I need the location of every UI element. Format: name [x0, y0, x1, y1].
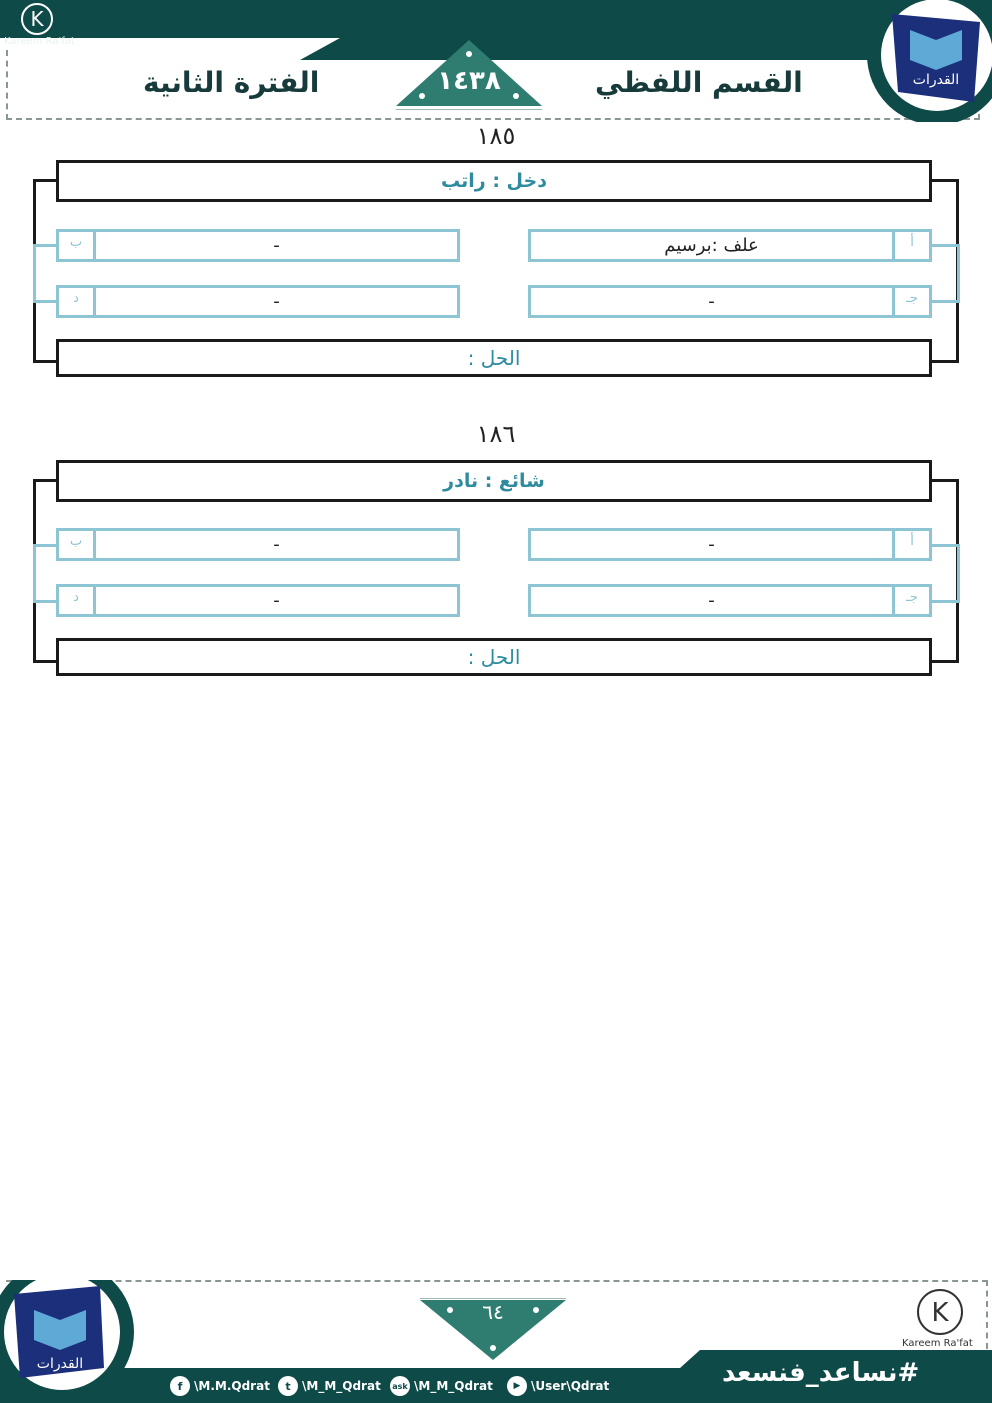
section-title: القسم اللفظي	[595, 66, 803, 99]
footer-brand: Kareem Ra'fat	[902, 1338, 973, 1349]
option-letter: جـ	[892, 587, 929, 614]
footer-emblem-icon: القدرات	[0, 1280, 134, 1402]
option-b[interactable]: ب -	[56, 229, 460, 262]
question-prompt: دخل : راتب	[56, 160, 932, 202]
option-text: -	[273, 235, 280, 256]
svg-text:K: K	[931, 1298, 949, 1328]
header-band	[0, 0, 992, 38]
option-d[interactable]: د -	[56, 285, 460, 318]
svg-text:القدرات: القدرات	[37, 1356, 83, 1372]
option-text: -	[273, 534, 280, 555]
options-bracket-right	[930, 244, 960, 303]
twitter-icon: t	[278, 1376, 298, 1396]
option-text: -	[273, 291, 280, 312]
option-text: -	[708, 590, 715, 611]
option-d[interactable]: د -	[56, 584, 460, 617]
option-letter: أ	[892, 232, 929, 259]
footer-frame	[6, 1280, 988, 1370]
twitter-link[interactable]: t \M_M_Qdrat	[278, 1376, 381, 1396]
ask-link[interactable]: ask \M_M_Qdrat	[390, 1376, 493, 1396]
option-letter: جـ	[892, 288, 929, 315]
year-label: ١٤٣٨	[437, 66, 501, 96]
options-bracket-left	[33, 244, 59, 303]
page-number: ٦٤	[482, 1300, 504, 1324]
ask-icon: ask	[390, 1376, 410, 1396]
facebook-icon: f	[170, 1376, 190, 1396]
question-number: ١٨٦	[476, 420, 516, 448]
solution-field[interactable]: الحل :	[56, 638, 932, 676]
option-c[interactable]: - جـ	[528, 584, 932, 617]
year-badge-icon	[396, 40, 542, 110]
solution-field[interactable]: الحل :	[56, 339, 932, 377]
period-title: الفترة الثانية	[143, 66, 320, 99]
hashtag: #نساعد_فنسعد	[722, 1358, 920, 1388]
option-text: -	[708, 534, 715, 555]
social-handle: \M_M_Qdrat	[302, 1379, 381, 1393]
option-letter: د	[59, 288, 96, 315]
option-letter: د	[59, 587, 96, 614]
youtube-link[interactable]: ▶ \User\Qdrat	[507, 1376, 609, 1396]
option-c[interactable]: - جـ	[528, 285, 932, 318]
youtube-icon: ▶	[507, 1376, 527, 1396]
page-badge-icon	[420, 1298, 566, 1360]
option-text: -	[708, 291, 715, 312]
option-a[interactable]: - أ	[528, 528, 932, 561]
option-letter: ب	[59, 232, 96, 259]
emblem-icon: القدرات	[867, 0, 992, 122]
question-number: ١٨٥	[476, 122, 516, 150]
social-handle: \M.M.Qdrat	[194, 1379, 270, 1393]
k-logo-icon: K	[21, 3, 53, 35]
options-bracket-left	[33, 544, 59, 603]
option-letter: أ	[892, 531, 929, 558]
option-letter: ب	[59, 531, 96, 558]
option-b[interactable]: ب -	[56, 528, 460, 561]
social-handle: \User\Qdrat	[531, 1379, 610, 1393]
footer-pattern	[0, 1350, 992, 1403]
facebook-link[interactable]: f \M.M.Qdrat	[170, 1376, 270, 1396]
option-a[interactable]: علف :برسيم أ	[528, 229, 932, 262]
option-text: علف :برسيم	[664, 235, 759, 256]
svg-text:القدرات: القدرات	[913, 72, 959, 88]
k-logo-icon: K	[917, 1289, 963, 1335]
social-handle: \M_M_Qdrat	[414, 1379, 493, 1393]
options-bracket-right	[930, 544, 960, 603]
option-text: -	[273, 590, 280, 611]
header-brand: Kareem Ra'fat	[4, 36, 75, 47]
svg-text:K: K	[30, 7, 44, 31]
question-prompt: شائع : نادر	[56, 460, 932, 502]
